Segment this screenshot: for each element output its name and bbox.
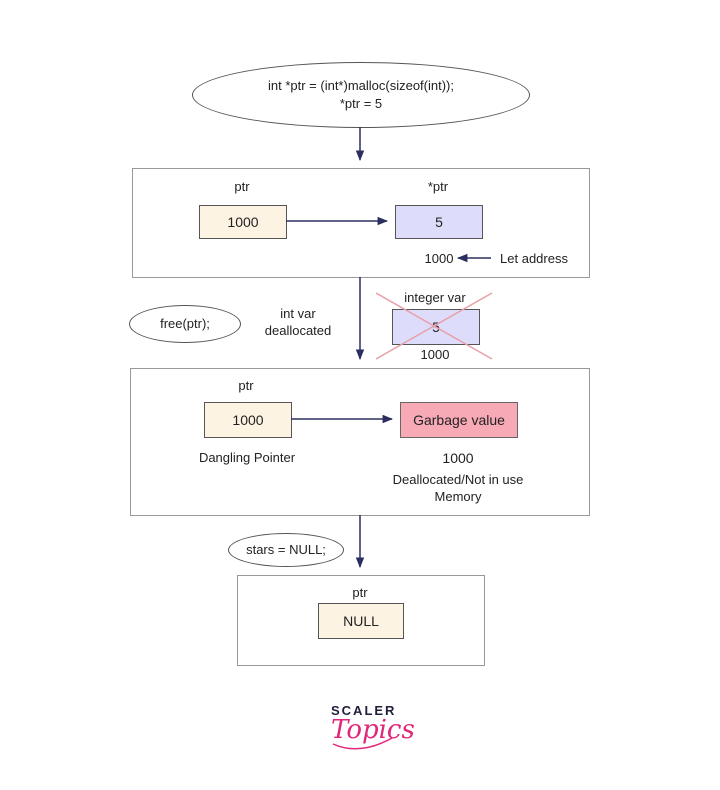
null-assign-ellipse: stars = NULL; [228,533,344,567]
integer-var-label: integer var [404,290,466,305]
dangling-pointer-caption: Dangling Pointer [198,450,296,465]
logo-topics: Topics [331,715,415,745]
value-cell: 5 [395,205,483,239]
ptr-label: ptr [234,179,250,194]
dangling-panel [130,368,590,516]
deallocation-note: int var deallocated [258,305,338,339]
freed-value-cell: 5 [392,309,480,345]
ptr-label-3: ptr [352,585,368,600]
address-note: Let address [500,251,568,266]
ptr-label-2: ptr [238,378,254,393]
garbage-address-label: 1000 [442,450,474,466]
null-ptr-cell: NULL [318,603,404,639]
deref-label: *ptr [427,179,449,194]
deallocation-note-line-2: deallocated [264,323,332,338]
address-label: 1000 [424,251,454,266]
garbage-value-cell: Garbage value [400,402,518,438]
ptr-cell: 1000 [199,205,287,239]
ptr-cell-2: 1000 [204,402,292,438]
deallocated-memory-caption-line-2: Memory [434,489,482,504]
logo-scaler: SCALER [331,703,397,718]
deallocated-memory-caption: Deallocated/Not in use Memory [378,471,538,505]
freed-address-label: 1000 [420,347,450,362]
null-assign-text: stars = NULL; [246,542,326,557]
code-ellipse: int *ptr = (int*)malloc(sizeof(int)); *p… [192,62,530,128]
deallocated-memory-caption-line-1: Deallocated/Not in use [392,472,524,487]
free-call-text: free(ptr); [160,316,210,331]
code-line-1: int *ptr = (int*)malloc(sizeof(int)); [267,78,455,93]
code-line-2: *ptr = 5 [339,96,383,111]
free-call-ellipse: free(ptr); [129,305,241,343]
deallocation-note-line-1: int var [280,306,316,321]
